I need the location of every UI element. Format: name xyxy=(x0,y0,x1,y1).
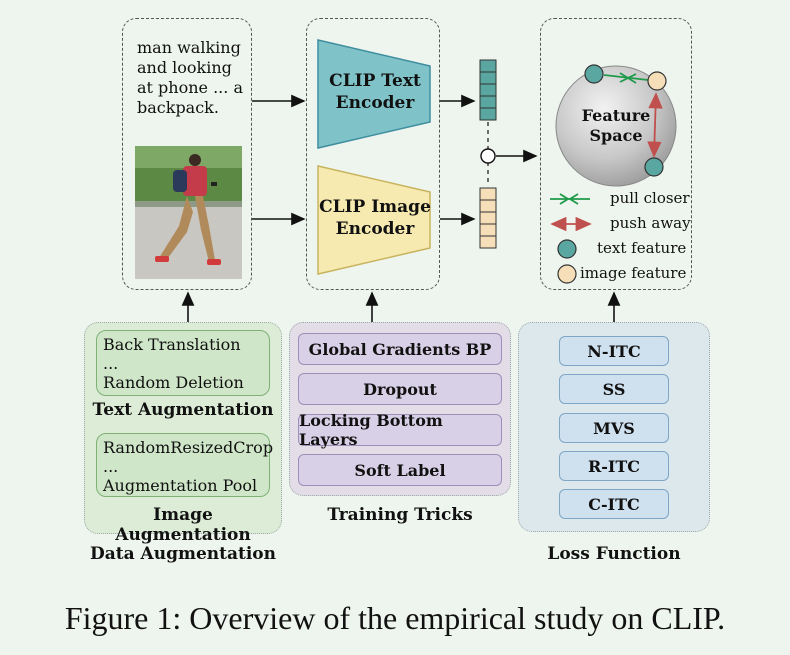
trick-item: Global Gradients BP xyxy=(298,333,502,365)
trick-item: Soft Label xyxy=(298,454,502,486)
legend-text-feature-dot xyxy=(557,239,577,259)
legend-pull-label: pull closer xyxy=(610,189,690,207)
loss-item: N-ITC xyxy=(559,336,669,366)
legend-image-feature-dot xyxy=(557,264,577,284)
trick-item: Dropout xyxy=(298,373,502,405)
legend-pull-icon xyxy=(550,193,590,205)
image-feature-vector xyxy=(479,187,497,249)
loss-item: MVS xyxy=(559,413,669,443)
legend-image-feature-label: image feature xyxy=(580,264,687,282)
image-augmentation-title: Image Augmentation xyxy=(115,505,251,545)
feature-space-box xyxy=(540,18,692,290)
loss-function-title: Loss Function xyxy=(547,544,681,564)
image-augmentation-box: RandomResizedCrop ... Augmentation Pool xyxy=(96,433,273,497)
loss-item: R-ITC xyxy=(559,451,669,481)
data-augmentation-title: Data Augmentation xyxy=(89,544,277,564)
text-augmentation-box: Back Translation ... Random Deletion xyxy=(96,330,270,396)
encoder-box xyxy=(306,18,440,290)
text-augmentation-title: Text Augmentation xyxy=(92,400,274,420)
trick-item: Locking Bottom Layers xyxy=(298,411,502,449)
loss-item: C-ITC xyxy=(559,489,669,519)
input-box xyxy=(122,18,252,290)
legend-push-label: push away xyxy=(610,214,691,232)
text-feature-vector xyxy=(479,59,497,121)
training-tricks-title: Training Tricks xyxy=(327,505,473,525)
input-photo xyxy=(135,146,242,279)
loss-item: SS xyxy=(559,374,669,404)
figure-caption: Figure 1: Overview of the empirical stud… xyxy=(64,600,726,636)
clip-image-encoder-shape xyxy=(317,165,431,275)
clip-text-encoder-shape xyxy=(317,39,431,149)
legend-text-feature-label: text feature xyxy=(597,239,687,257)
connections xyxy=(181,59,677,322)
input-caption: man walking and looking at phone ... a b… xyxy=(137,38,243,117)
